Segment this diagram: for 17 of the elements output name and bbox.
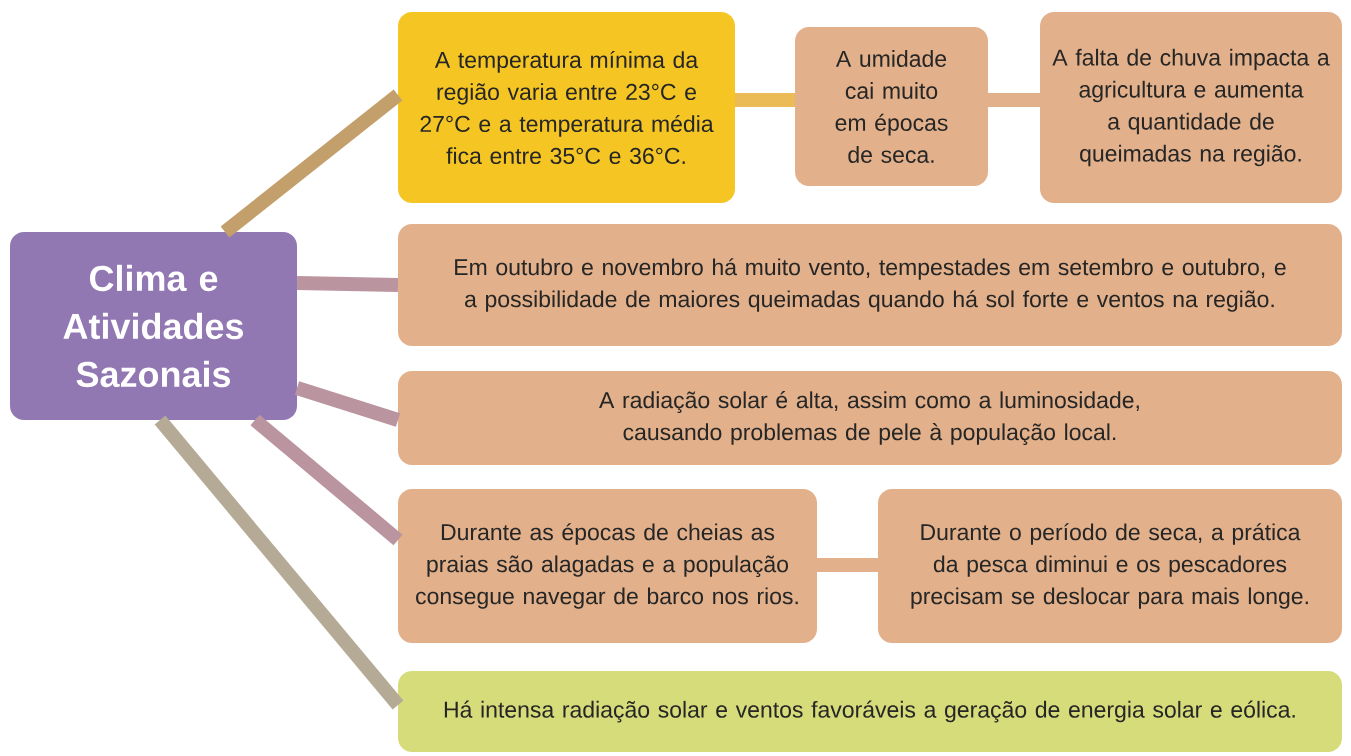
connector [817, 558, 878, 572]
connector [735, 93, 795, 107]
info-box: Há intensa radiação solar e ventos favoráveis a geração de energia solar e eólica. [398, 671, 1342, 752]
info-box: Em outubro e novembro há muito vento, tempestades em setembro e outubro, e a possibilidade de maiores queimadas quando há sol forte e ventos na região. [398, 224, 1342, 346]
connector [988, 93, 1040, 107]
info-box: A temperatura mínima da região varia entre 23°C e 27°C e a temperatura média fica entre 35°C e 36°C. [398, 12, 735, 203]
info-box: A falta de chuva impacta a agricultura e aumenta a quantidade de queimadas na região. [1040, 12, 1342, 203]
info-box: A radiação solar é alta, assim como a luminosidade, causando problemas de pele à população local. [398, 371, 1342, 465]
topic-box: Clima e Atividades Sazonais [10, 232, 297, 420]
connector [220, 89, 403, 238]
info-box: Durante o período de seca, a prática da pesca diminui e os pescadores precisam se deslocar para mais longe. [878, 489, 1342, 643]
connector [154, 415, 404, 710]
connector [294, 381, 401, 427]
connector [250, 414, 403, 546]
connector [296, 276, 399, 292]
info-box: A umidade cai muito em épocas de seca. [795, 27, 988, 186]
info-box: Durante as épocas de cheias as praias são alagadas e a população consegue navegar de barco nos rios. [398, 489, 817, 643]
